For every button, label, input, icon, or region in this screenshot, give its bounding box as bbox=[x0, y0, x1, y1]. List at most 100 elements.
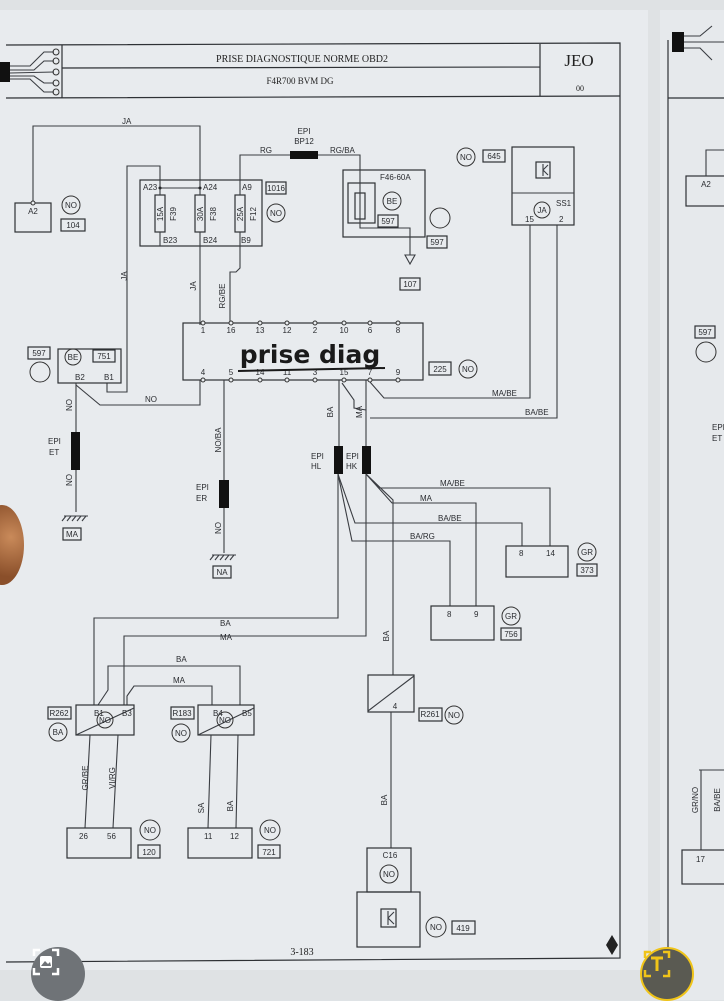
ground-ref-na bbox=[212, 565, 232, 579]
svg-text:B24: B24 bbox=[203, 236, 218, 245]
wire-label: BA/BE bbox=[525, 408, 549, 417]
text-scan-icon bbox=[643, 950, 671, 978]
component-751: 597 BE 751 B2 B1 bbox=[27, 346, 122, 384]
image-scan-icon bbox=[32, 948, 60, 976]
wire-label: RG bbox=[260, 146, 272, 155]
svg-text:597: 597 bbox=[381, 217, 395, 226]
svg-text:BE: BE bbox=[387, 197, 398, 206]
obd-pin bbox=[395, 377, 401, 383]
svg-text:419: 419 bbox=[456, 924, 470, 933]
svg-text:B1: B1 bbox=[104, 373, 114, 382]
svg-text:NO: NO bbox=[219, 716, 231, 725]
transistor-icon bbox=[535, 161, 551, 179]
svg-text:NO: NO bbox=[430, 923, 442, 932]
wire-ja-left bbox=[106, 165, 161, 393]
component-120: 26 56 NO 120 bbox=[66, 819, 161, 859]
svg-text:104: 104 bbox=[66, 221, 80, 230]
component-373: 8 14 GR 373 bbox=[505, 542, 598, 578]
svg-text:B1: B1 bbox=[94, 709, 104, 718]
obd-pin bbox=[341, 377, 347, 383]
connector-label: BP12 bbox=[294, 137, 314, 146]
svg-text:NO: NO bbox=[99, 716, 111, 725]
wire-label: BA/RG bbox=[410, 532, 435, 541]
wire-no-pin4 bbox=[75, 380, 201, 406]
svg-text:B23: B23 bbox=[163, 236, 178, 245]
ground-icon bbox=[61, 515, 88, 522]
svg-text:BA: BA bbox=[53, 728, 64, 737]
svg-text:1016: 1016 bbox=[267, 184, 285, 193]
connector-label: EPI bbox=[298, 127, 311, 136]
wire-label: NO/BA bbox=[214, 427, 223, 453]
wires-bottom bbox=[84, 734, 239, 829]
fuse-f46: F46-60A BE 597 597 107 bbox=[342, 169, 451, 291]
wire-label: JA bbox=[120, 271, 129, 281]
connector-label: HL bbox=[311, 462, 322, 471]
wire-label: JA bbox=[122, 117, 132, 126]
wire-ma-long bbox=[123, 474, 367, 705]
wire-ba-r261 bbox=[365, 473, 394, 675]
obd-pin-label: 14 bbox=[256, 368, 265, 377]
wire-label: SA bbox=[197, 802, 206, 813]
obd-pin-label: 3 bbox=[313, 368, 318, 377]
ground-label: NA bbox=[216, 568, 228, 577]
image-scan-button[interactable] bbox=[31, 947, 85, 1001]
svg-text:R261: R261 bbox=[420, 710, 440, 719]
svg-text:B9: B9 bbox=[241, 236, 251, 245]
svg-text:F39: F39 bbox=[169, 207, 178, 221]
svg-text:26: 26 bbox=[79, 832, 88, 841]
obd-pin-label: 2 bbox=[313, 326, 318, 335]
page-right bbox=[660, 10, 724, 1000]
obd-pin bbox=[367, 377, 373, 383]
obd-pin bbox=[284, 377, 290, 383]
svg-text:B3: B3 bbox=[122, 709, 132, 718]
wire-label: BA bbox=[176, 655, 187, 664]
wire-ma-be-top bbox=[369, 225, 531, 399]
svg-text:107: 107 bbox=[403, 280, 417, 289]
svg-text:R183: R183 bbox=[172, 709, 192, 718]
svg-text:BA/BE: BA/BE bbox=[713, 788, 722, 812]
svg-text:NO: NO bbox=[270, 209, 282, 218]
svg-text:756: 756 bbox=[504, 630, 518, 639]
wire-label: BA bbox=[382, 630, 391, 641]
svg-text:A24: A24 bbox=[203, 183, 218, 192]
svg-text:B4: B4 bbox=[213, 709, 223, 718]
obd-pin-label: 11 bbox=[283, 368, 292, 377]
svg-text:A23: A23 bbox=[143, 183, 158, 192]
obd-pin-label: 10 bbox=[340, 326, 349, 335]
component-756: 8 9 GR 756 bbox=[430, 605, 522, 641]
svg-text:9: 9 bbox=[474, 610, 479, 619]
wire-label: RG/BE bbox=[218, 284, 227, 309]
connector-label: HK bbox=[346, 462, 358, 471]
svg-text:NO: NO bbox=[448, 711, 460, 720]
component-104: A2 NO 104 bbox=[14, 195, 86, 233]
svg-text:SS1: SS1 bbox=[556, 199, 572, 208]
svg-text:EPI: EPI bbox=[712, 423, 724, 432]
wire-label: BA bbox=[226, 800, 235, 811]
wire-ma bbox=[365, 473, 477, 606]
handwritten-annotation: prise diag bbox=[240, 340, 381, 369]
svg-text:8: 8 bbox=[447, 610, 452, 619]
wire-label: RG/BA bbox=[330, 146, 356, 155]
svg-text:15: 15 bbox=[525, 215, 534, 224]
svg-text:NO: NO bbox=[144, 826, 156, 835]
obd-pin-label: 4 bbox=[201, 368, 206, 377]
svg-text:17: 17 bbox=[696, 855, 705, 864]
obd-pin bbox=[367, 320, 373, 326]
svg-text:A9: A9 bbox=[242, 183, 252, 192]
svg-text:B2: B2 bbox=[75, 373, 85, 382]
obd-pin-label: 8 bbox=[396, 326, 401, 335]
diagram-subtitle: F4R700 BVM DG bbox=[266, 76, 334, 86]
diagram-code: JEO bbox=[564, 51, 593, 70]
wire-rg-be bbox=[229, 246, 241, 325]
component-ss1: NO 645 JA SS1 15 2 bbox=[456, 146, 575, 226]
ground-icon bbox=[209, 554, 236, 561]
text-scan-button[interactable] bbox=[640, 947, 694, 1001]
renault-logo-icon bbox=[606, 935, 618, 955]
component-419: C16 NO NO 419 bbox=[356, 847, 476, 948]
connector-label: ET bbox=[49, 448, 59, 457]
connector-label: EPI bbox=[311, 452, 324, 461]
ground-label: MA bbox=[66, 530, 79, 539]
wire-label: MA bbox=[173, 676, 186, 685]
svg-text:GR: GR bbox=[505, 612, 517, 621]
